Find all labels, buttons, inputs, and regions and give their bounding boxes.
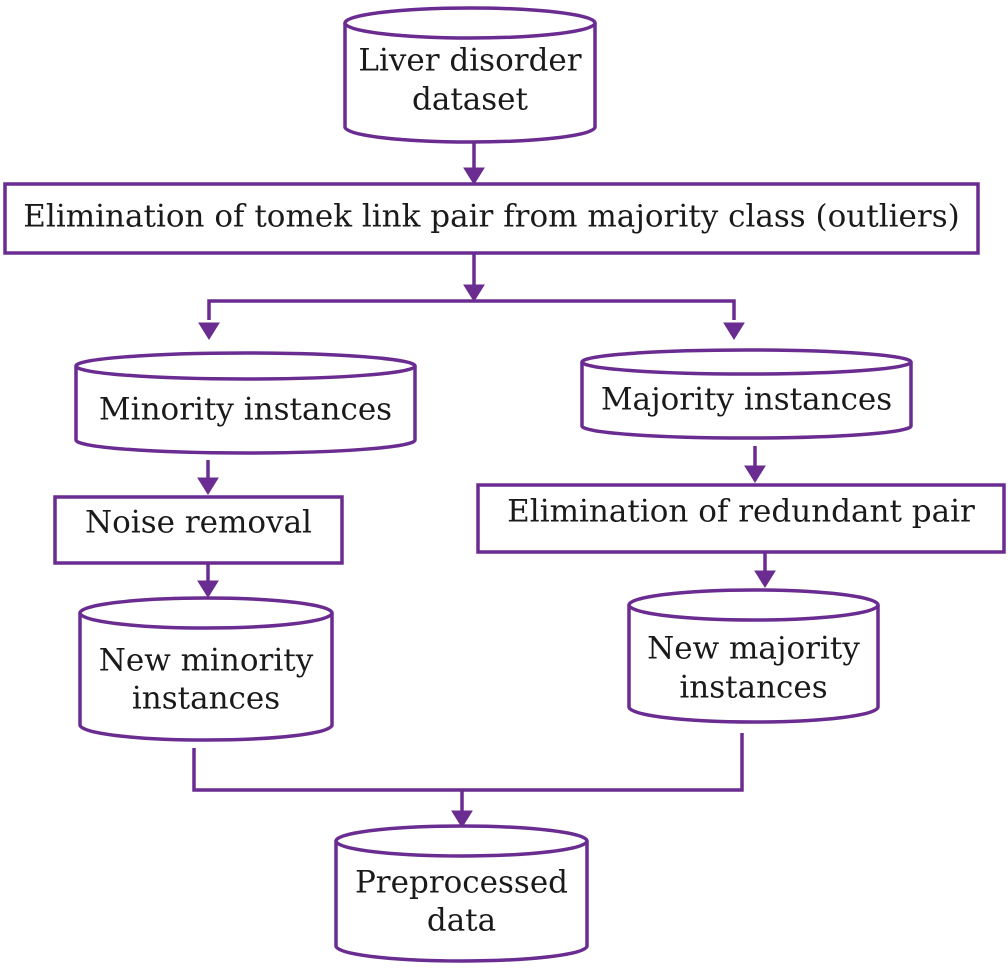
arrow-dataset-to-tomek	[463, 167, 485, 185]
noise-box	[53, 495, 344, 565]
noise-node: Noise removal	[53, 495, 344, 565]
majority-cylinder-top	[580, 348, 913, 376]
edge-merge-bar	[192, 733, 744, 792]
minority-node: Minority instances	[74, 351, 417, 455]
preprocessed-cylinder-body	[334, 841, 589, 963]
arrow-to-majority	[723, 322, 745, 340]
majority-cylinder-body	[580, 362, 913, 440]
arrow-noise-to-new-minority	[197, 580, 219, 598]
tomek-node: Elimination of tomek link pair from majo…	[3, 182, 980, 255]
majority-label-line-1: Majority instances	[601, 382, 892, 418]
preprocessed-label-line-1: Preprocessed	[355, 865, 568, 901]
majority-node: Majority instances	[580, 348, 913, 440]
new-minority-cylinder-top	[78, 596, 334, 630]
arrow-majority-to-redundant	[744, 465, 766, 483]
edge-split-bar	[207, 299, 736, 320]
liver-dataset-label-line-1: Liver disorder	[358, 43, 581, 79]
new-minority-label-line-1: New minority	[99, 643, 314, 679]
new-majority-label-line-2: instances	[679, 670, 827, 706]
redundant-box	[476, 483, 1006, 554]
minority-cylinder-body	[74, 366, 417, 455]
liver-dataset-cylinder-top	[343, 6, 597, 40]
preprocessed-cylinder-top	[334, 824, 589, 858]
preprocessed-label-line-2: data	[427, 903, 496, 939]
arrow-minority-to-noise	[197, 477, 219, 495]
arrow-to-minority	[198, 322, 220, 340]
redundant-label-line-1: Elimination of redundant pair	[507, 494, 975, 530]
tomek-label-line-1: Elimination of tomek link pair from majo…	[23, 199, 959, 235]
new-minority-label-line-2: instances	[132, 681, 280, 717]
noise-label-line-1: Noise removal	[85, 505, 312, 541]
minority-label-line-1: Minority instances	[99, 392, 392, 428]
flowchart-edges	[192, 142, 776, 828]
arrow-tomek-down	[463, 284, 485, 302]
liver-dataset-label-line-2: dataset	[412, 82, 529, 118]
new-majority-label-line-1: New majority	[647, 631, 860, 667]
new-minority-cylinder-body	[78, 613, 334, 742]
tomek-box	[3, 182, 980, 255]
arrow-to-preprocessed	[451, 810, 473, 828]
new-majority-cylinder-top	[627, 588, 880, 622]
new-majority-cylinder-body	[627, 605, 880, 724]
arrow-redundant-to-new-majority	[754, 570, 776, 588]
redundant-node: Elimination of redundant pair	[476, 483, 1006, 554]
liver-dataset-cylinder-body	[343, 23, 597, 144]
minority-cylinder-top	[74, 351, 417, 381]
